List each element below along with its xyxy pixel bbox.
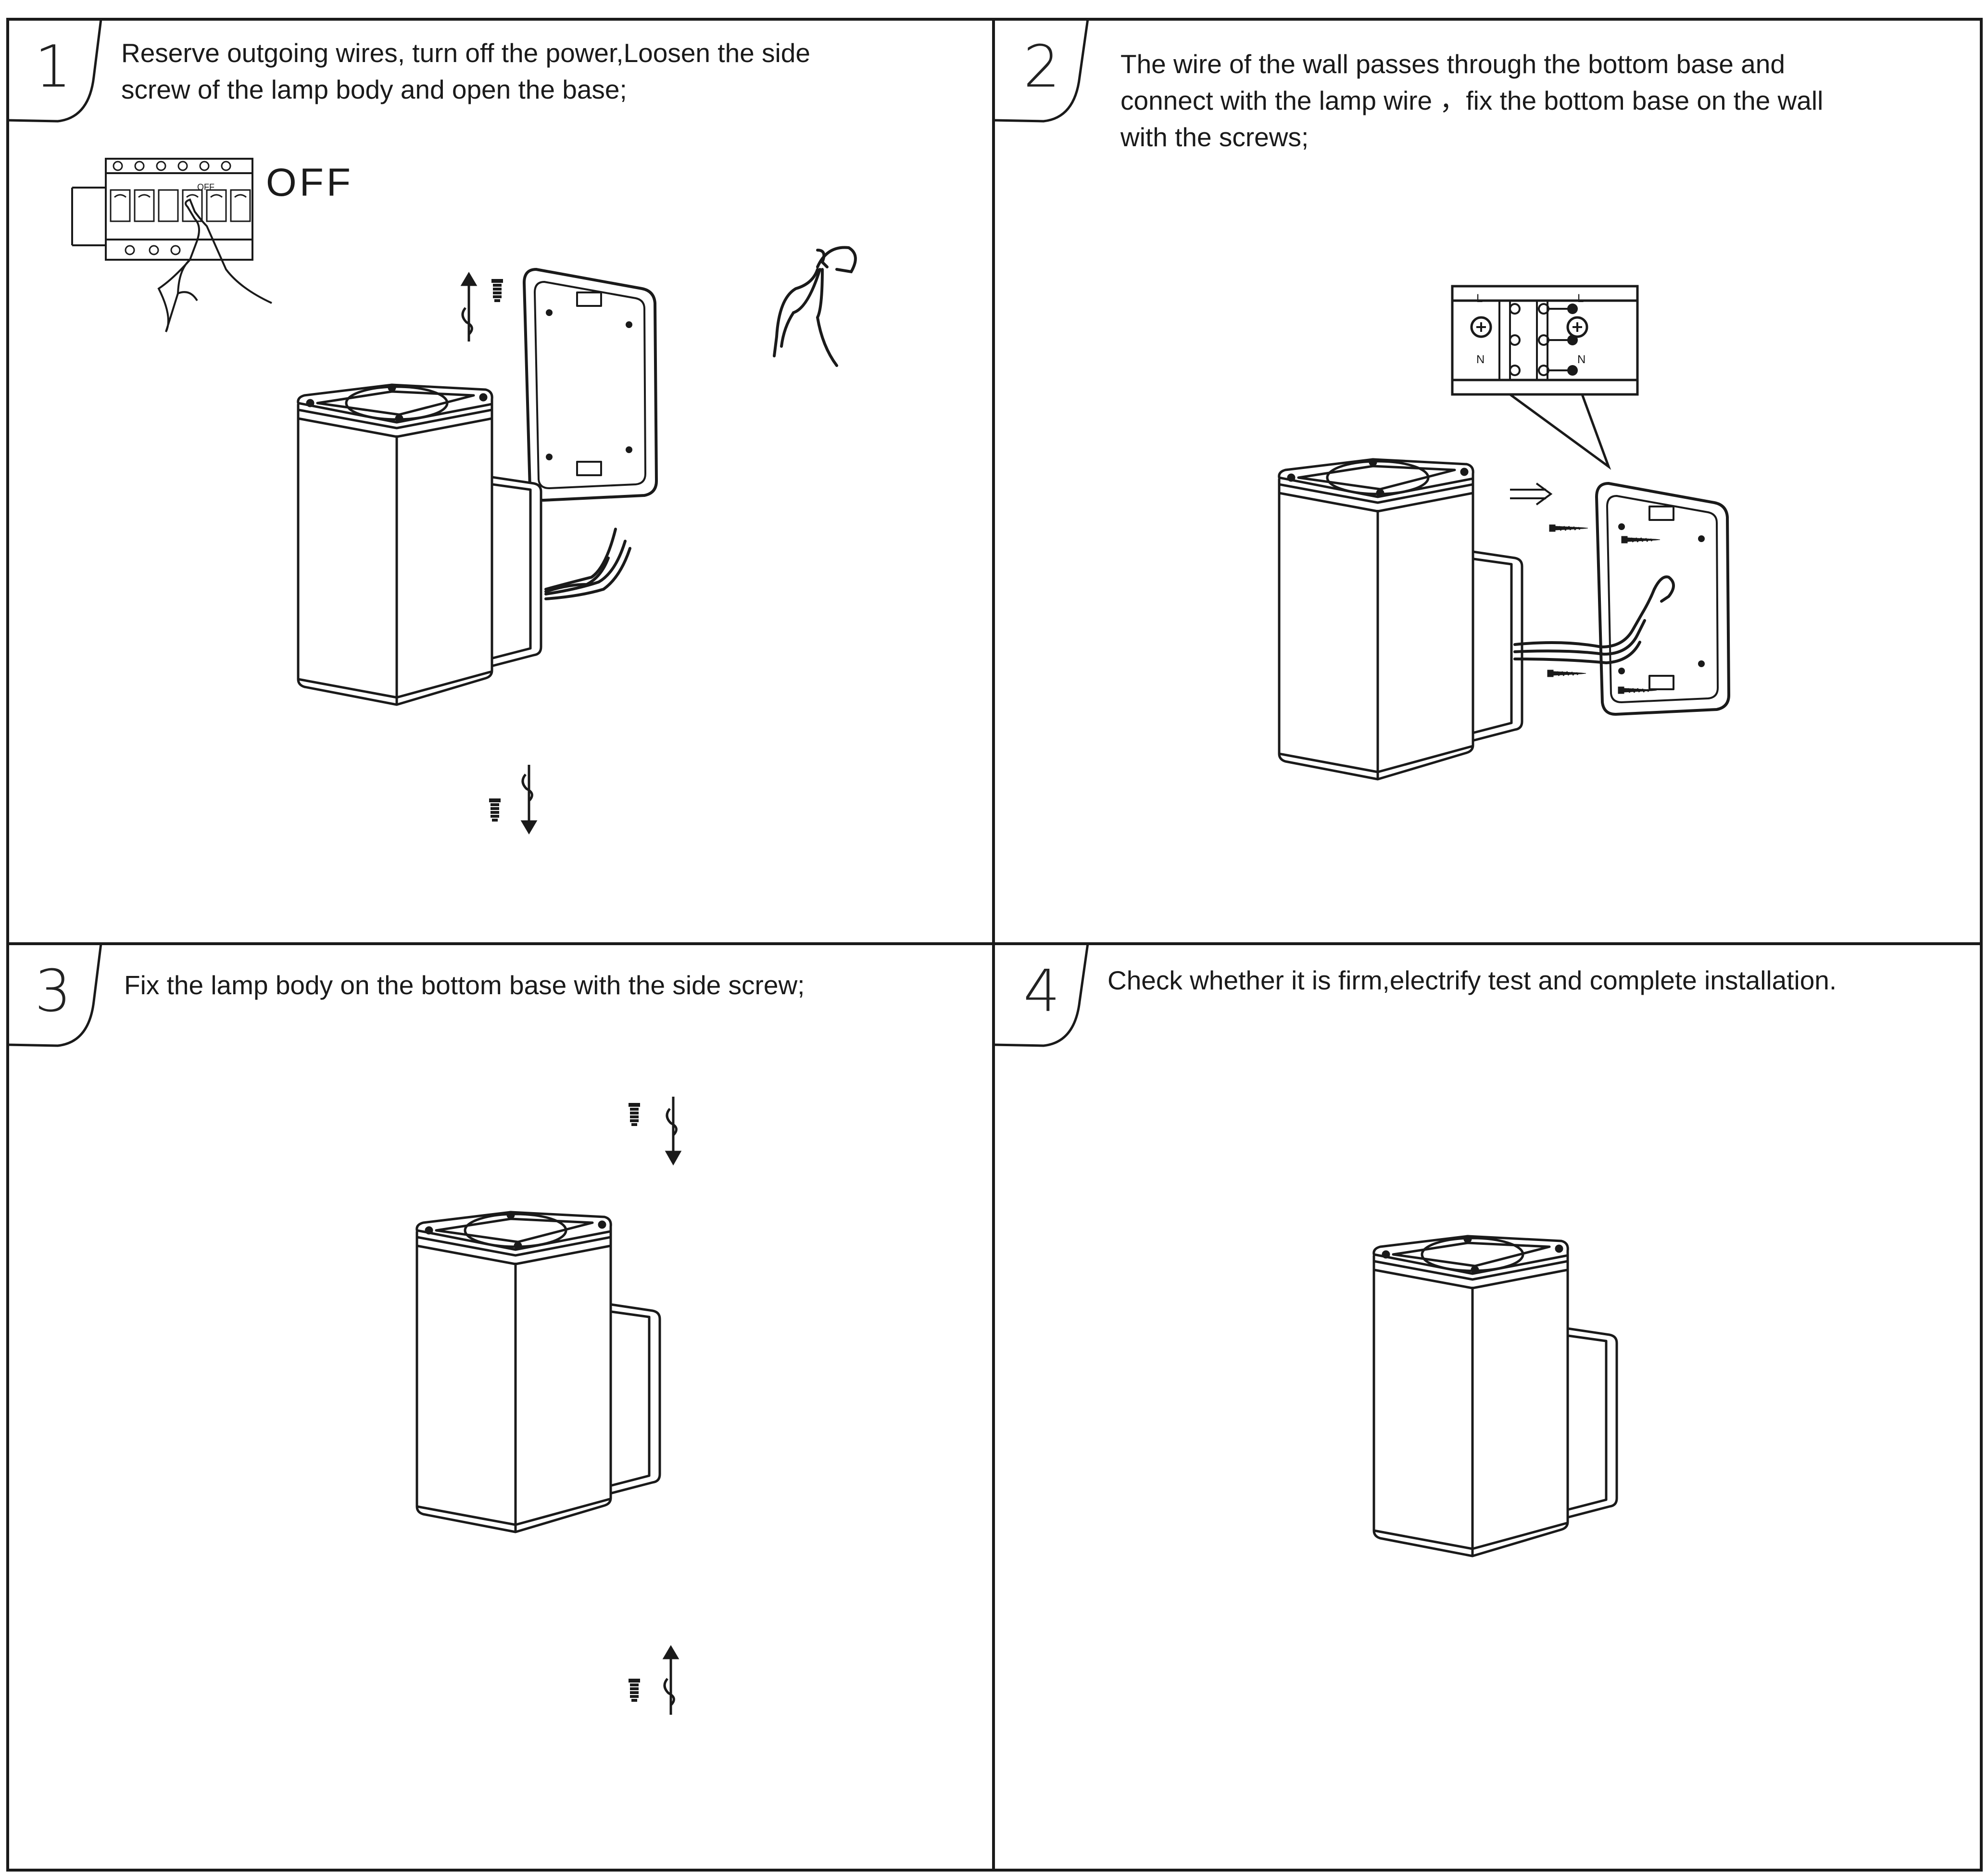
breaker-off-label: OFF [266,161,353,204]
connecting-wires [1513,575,1675,665]
step3-line-1: Fix the lamp body on the bottom base wit… [124,970,805,1000]
step1-instruction: Reserve outgoing wires, turn off the pow… [121,35,810,108]
step1-illustration: OFF [71,158,857,835]
step2-illustration: L L N N [1279,285,1729,779]
bottom-screw-arrow [520,765,538,835]
step1-line-1: Reserve outgoing wires, turn off the pow… [121,38,810,68]
step2-line-2: connect with the lamp wire ，fix the bott… [1120,86,1824,115]
step2-number: 2 [1023,34,1060,101]
step1-number: 1 [35,34,72,101]
step2-line-1: The wire of the wall passes through the … [1120,49,1785,79]
step2-instruction: The wire of the wall passes through the … [1120,46,1823,155]
step4-instruction: Check whether it is firm,electrify test … [1107,962,1837,999]
lamp-wires [544,528,631,600]
push-arrow [1510,482,1553,506]
step4-illustration [1374,1236,1617,1556]
wall-wires [773,246,857,367]
breaker-box [71,158,272,332]
step-tabs [7,19,1089,1047]
step4-line-1: Check whether it is firm,electrify test … [1107,965,1837,995]
step2-line-3: with the screws; [1120,122,1309,152]
step3-bottom-arrow [662,1645,679,1715]
terminal-label-neutral-left: N [1476,353,1485,366]
terminal-diagram [1451,285,1639,470]
step4-number: 4 [1023,958,1060,1025]
step3-top-arrow [665,1097,682,1166]
terminal-label-live-left: L [1476,292,1483,305]
terminal-label-neutral-right: N [1577,353,1585,366]
top-screw-arrow [460,272,478,342]
breaker-switch-tag: OFF [197,182,214,192]
step1-line-2: screw of the lamp body and open the base… [121,75,627,104]
terminal-label-live-right: L [1577,292,1584,305]
panel-grid [6,18,1983,1872]
step3-number: 3 [35,958,72,1025]
step3-instruction: Fix the lamp body on the bottom base wit… [124,967,805,1003]
step3-illustration [417,1097,682,1715]
